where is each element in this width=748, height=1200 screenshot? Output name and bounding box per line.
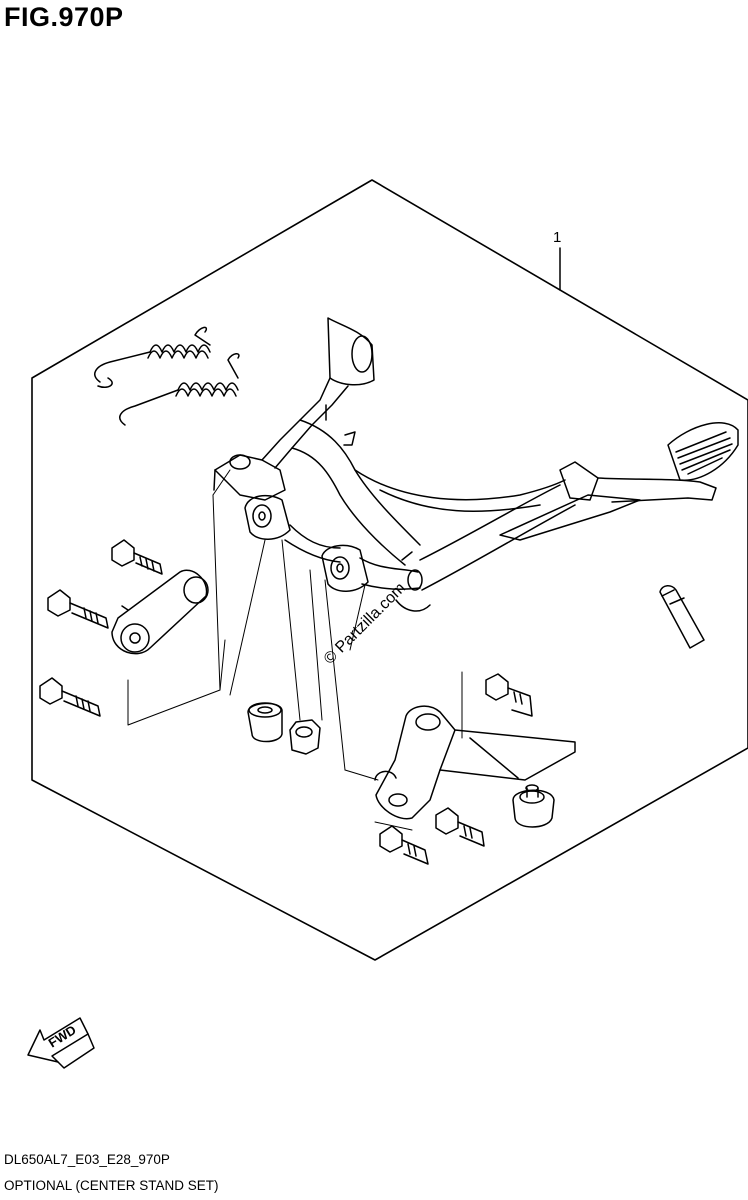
bolt-left-lower [39, 677, 101, 717]
fwd-arrow-icon: FWD [27, 1017, 95, 1069]
footer-description: OPTIONAL (CENTER STAND SET) [4, 1178, 219, 1193]
assembly-lines [127, 469, 463, 831]
bolt-right-upper [485, 673, 533, 717]
spring-lower [119, 353, 240, 426]
figure-title: FIG.970P [4, 2, 124, 32]
bolt-left-middle [47, 589, 109, 629]
rubber-stopper [512, 784, 555, 828]
kit-boundary-outline [31, 179, 748, 961]
bolt-left-upper [111, 539, 163, 575]
left-link-plate [111, 569, 209, 655]
right-bracket [374, 705, 576, 820]
foot-pedal [667, 422, 739, 481]
spring-upper [94, 326, 211, 389]
callout-number: 1 [553, 229, 561, 246]
center-stand-frame [213, 317, 739, 592]
callout-1: 1 [553, 229, 561, 291]
pin-right [659, 585, 705, 649]
collar-left [247, 702, 283, 743]
bolt-right-middle [435, 807, 485, 847]
frame-detail-lines [395, 551, 431, 612]
footer-diagram-code: DL650AL7_E03_E28_970P [4, 1152, 170, 1167]
watermark-text: © Partzilla.com [321, 580, 409, 668]
bolt-right-lower [379, 825, 429, 865]
collar-right [289, 719, 321, 755]
